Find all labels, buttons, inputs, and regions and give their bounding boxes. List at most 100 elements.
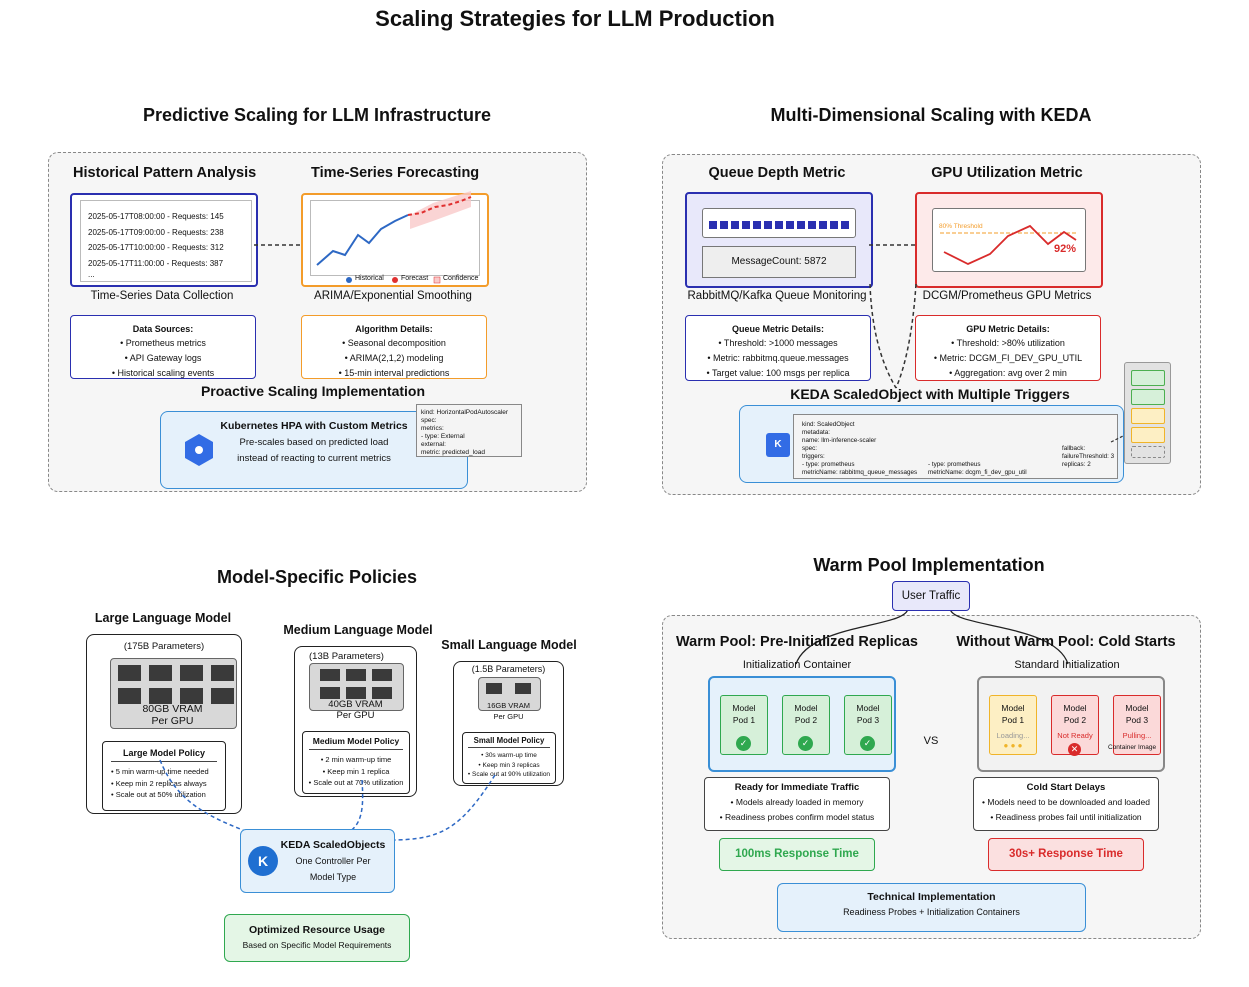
warm-pool-box: Model Pod 1 ✓ Model Pod 2 ✓ Model Pod 3 … xyxy=(708,676,896,772)
gpu-chip xyxy=(180,688,203,704)
gpu-chip xyxy=(149,665,172,681)
cold-pod-name: Model Pod 3 xyxy=(1125,703,1149,725)
policy-item: • 5 min warm-up time needed xyxy=(111,767,209,776)
gpu-chip xyxy=(372,669,392,681)
policy-item: • Keep min 2 replicas always xyxy=(111,778,207,788)
gpu-line xyxy=(943,224,1077,265)
queue-details-box: Queue Metric Details: • Threshold: >1000… xyxy=(685,315,871,381)
vram-unit: Per GPU xyxy=(336,710,375,721)
scaledobject-box: K kind: ScaledObject metadata: name: llm… xyxy=(739,405,1124,483)
hpa-title: Kubernetes HPA with Custom Metrics xyxy=(220,420,408,432)
hist-caption: Time-Series Data Collection xyxy=(90,290,234,302)
impl-title: Proactive Scaling Implementation xyxy=(200,383,426,399)
source-item: • Prometheus metrics xyxy=(120,338,206,348)
queue-message xyxy=(786,221,794,229)
scaledobject-title: KEDA ScaledObject with Multiple Triggers xyxy=(790,386,1070,402)
user-traffic-node: User Traffic xyxy=(892,581,970,611)
hist-title: Historical Pattern Analysis xyxy=(73,165,257,181)
gpu-chip xyxy=(486,683,502,694)
check-icon: ✓ xyxy=(736,736,751,751)
queue-details-title: Queue Metric Details: xyxy=(731,324,825,334)
medium-model-box: (13B Parameters) 40GB VRAM Per GPU Mediu… xyxy=(294,646,417,797)
vram-unit: Per GPU xyxy=(151,715,194,727)
gpu-chip xyxy=(320,687,340,699)
replica-stack xyxy=(1124,362,1171,464)
hist-line: 2025-05-17T10:00:00 - Requests: 312 xyxy=(88,243,224,252)
message-count: MessageCount: 5872 xyxy=(702,246,856,278)
algorithm-box: Algorithm Details: • Seasonal decomposit… xyxy=(301,315,487,379)
queue-detail: • Metric: rabbitmq.queue.messages xyxy=(707,353,849,363)
optimized-desc: Based on Specific Model Requirements xyxy=(242,940,392,950)
small-params: (1.5B Parameters) xyxy=(471,664,546,674)
queue-message xyxy=(775,221,783,229)
hpa-box: Kubernetes HPA with Custom Metrics Pre-s… xyxy=(160,411,468,489)
policy-item: • 2 min warm-up time xyxy=(320,755,392,764)
cold-delay-item: • Models need to be downloaded and loade… xyxy=(982,797,1150,807)
small-title: Small Language Model xyxy=(441,638,577,652)
gpu-detail: • Aggregation: avg over 2 min xyxy=(949,368,1067,378)
cold-delay-item: • Readiness probes fail until initializa… xyxy=(990,812,1142,822)
queue-message xyxy=(731,221,739,229)
queue-caption: RabbitMQ/Kafka Queue Monitoring xyxy=(687,290,867,302)
queue-box: MessageCount: 5872 xyxy=(685,192,873,288)
queue-message xyxy=(841,221,849,229)
gpu-chip xyxy=(346,687,366,699)
yaml-line: name: llm-inference-scaler xyxy=(802,437,877,444)
large-params: (175B Parameters) xyxy=(123,641,205,652)
scaledobject-to-pods-connector xyxy=(1110,435,1124,443)
hpa-yaml-box: kind: HorizontalPodAutoscaler spec: metr… xyxy=(416,404,522,457)
yaml-line: metricName: dcgm_fi_dev_gpu_util xyxy=(928,469,1027,476)
gpu-chip xyxy=(211,688,234,704)
hist-line: ... xyxy=(88,270,95,279)
cold-delay-box: Cold Start Delays • Models need to be do… xyxy=(973,777,1159,831)
yaml-line: - type: prometheus xyxy=(928,461,981,468)
keda-logo-icon: K xyxy=(766,433,790,457)
vs-label: VS xyxy=(923,735,939,747)
algo-item: • Seasonal decomposition xyxy=(342,338,446,348)
cold-delay-title: Cold Start Delays xyxy=(1026,782,1106,793)
warm-pod: Model Pod 1 ✓ xyxy=(720,695,768,755)
gpu-chip xyxy=(118,665,141,681)
legend-historical: Historical xyxy=(355,275,384,282)
gpu-chip xyxy=(180,665,203,681)
yaml-line: replicas: 2 xyxy=(1062,461,1091,468)
ready-title: Ready for Immediate Traffic xyxy=(734,782,860,793)
hpa-desc-2: instead of reacting to current metrics xyxy=(237,453,391,464)
tech-impl-box: Technical Implementation Readiness Probe… xyxy=(777,883,1086,932)
cold-pod-status: Pulling... xyxy=(1122,731,1152,740)
traffic-split-connectors xyxy=(795,607,1069,665)
gpu-detail: • Metric: DCGM_FI_DEV_GPU_UTIL xyxy=(933,353,1083,363)
gpu-box: 80% Threshold 92% xyxy=(915,192,1103,288)
hist-to-forecast-connector xyxy=(254,244,302,246)
queue-message xyxy=(764,221,772,229)
check-icon: ✓ xyxy=(798,736,813,751)
medium-params: (13B Parameters) xyxy=(309,651,384,662)
queue-detail: • Threshold: >1000 messages xyxy=(718,338,838,348)
gpu-details-box: GPU Metric Details: • Threshold: >80% ut… xyxy=(915,315,1101,381)
predictive-title: Predictive Scaling for LLM Infrastructur… xyxy=(142,105,492,125)
algo-title: Algorithm Details: xyxy=(355,324,433,334)
cold-start-title: Without Warm Pool: Cold Starts xyxy=(956,634,1176,650)
sources-title: Data Sources: xyxy=(132,324,194,334)
algo-item: • ARIMA(2,1,2) modeling xyxy=(344,353,444,363)
yaml-line: metadata: xyxy=(802,429,831,436)
vram-unit: Per GPU xyxy=(493,712,524,721)
legend-forecast: Forecast xyxy=(401,275,429,282)
cold-pod-name: Model Pod 2 xyxy=(1063,703,1087,725)
ready-box: Ready for Immediate Traffic • Models alr… xyxy=(704,777,890,831)
yaml-line: metric: predicted_load xyxy=(421,449,485,456)
large-policy-title: Large Model Policy xyxy=(111,748,217,762)
policy-item: • Scale out at 70% utilization xyxy=(308,778,404,787)
queue-to-gpu-connector xyxy=(869,244,915,246)
replica-active xyxy=(1131,389,1165,405)
forecast-line xyxy=(407,196,472,216)
large-policy-box: Large Model Policy • 5 min warm-up time … xyxy=(102,741,226,811)
queue-detail: • Target value: 100 msgs per replica xyxy=(706,368,850,378)
cold-pod-not-ready: Model Pod 2 Not Ready ✕ xyxy=(1051,695,1099,756)
scaledobject-yaml: kind: ScaledObject metadata: name: llm-i… xyxy=(793,414,1118,479)
init-container-label: Initialization Container xyxy=(742,659,852,671)
large-model-box: (175B Parameters) 80GB VRAM Per GPU Larg… xyxy=(86,634,242,814)
loading-dots-icon: ● ● ● xyxy=(1003,740,1023,750)
data-sources-box: Data Sources: • Prometheus metrics • API… xyxy=(70,315,256,379)
historical-line xyxy=(316,214,409,266)
